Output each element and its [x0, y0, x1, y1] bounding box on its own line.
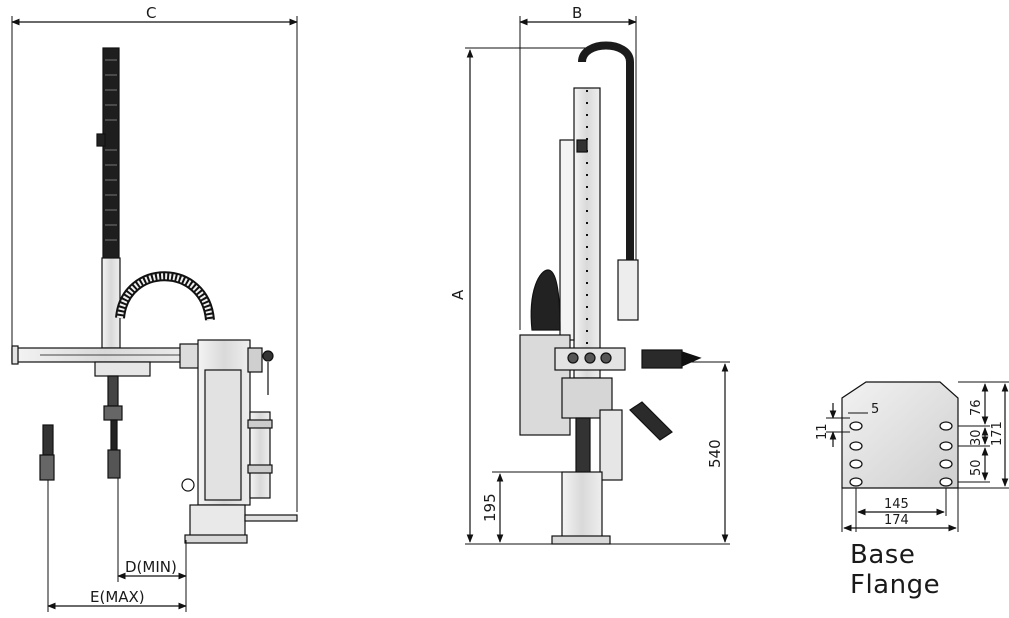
dim-label-5: 5	[871, 402, 879, 417]
dim-label-d-min: D(MIN)	[125, 558, 177, 576]
dim-label-a: A	[449, 289, 467, 300]
dim-label-b: B	[572, 4, 582, 22]
dim-label-e-max: E(MAX)	[90, 588, 145, 606]
dim-label-11: 11	[815, 423, 830, 440]
base-flange-caption: Base Flange	[850, 540, 941, 600]
dim-label-c: C	[146, 4, 156, 22]
base-flange	[826, 381, 1009, 532]
dim-label-540: 540	[706, 439, 724, 468]
dim-label-171: 171	[990, 421, 1005, 446]
side-view-left	[11, 16, 298, 612]
dim-label-174: 174	[884, 513, 909, 528]
dim-label-30: 30	[969, 429, 984, 446]
dim-label-76: 76	[969, 399, 984, 416]
dim-label-50: 50	[969, 459, 984, 476]
front-view-middle	[465, 16, 730, 545]
dim-label-145: 145	[884, 497, 909, 512]
dim-label-195: 195	[481, 493, 499, 522]
